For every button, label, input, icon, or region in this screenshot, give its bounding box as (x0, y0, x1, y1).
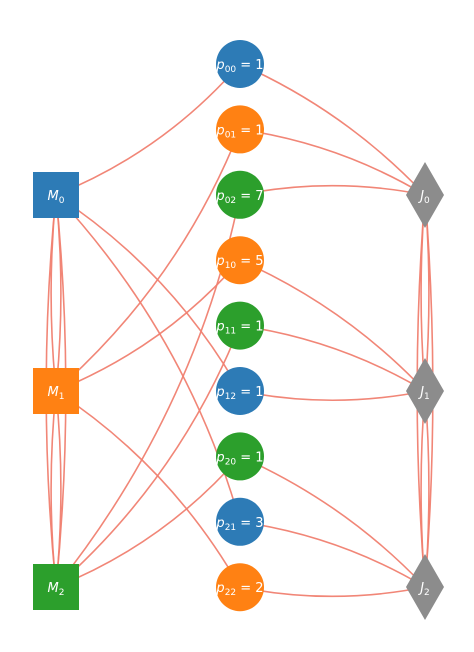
operation-label: p00 = 1 (215, 58, 263, 75)
operation-label: p11 = 1 (215, 320, 263, 337)
operation-node-p20: p20 = 1 (215, 432, 264, 481)
edge-p02-j0 (239, 184, 426, 196)
job-node-j2: J2 (406, 554, 444, 620)
operation-circle (216, 367, 264, 415)
edge-m1-p22 (55, 390, 241, 588)
edge-m2-p02 (55, 194, 241, 588)
job-node-j1: J1 (406, 358, 444, 424)
operation-label: p21 = 3 (215, 516, 263, 533)
operation-circle (216, 301, 264, 350)
operation-node-p11: p11 = 1 (215, 301, 264, 350)
edge-m1-p01 (55, 129, 241, 392)
operation-circle (216, 170, 264, 219)
machine-square (33, 368, 79, 414)
operation-circle (216, 105, 264, 154)
edge-m0-p00 (55, 63, 241, 196)
job-label: J0 (417, 189, 430, 206)
machine-label: M1 (48, 385, 65, 402)
operation-node-p00: p00 = 1 (215, 40, 264, 88)
edge-p00-j0 (239, 63, 426, 196)
job-diamond (406, 162, 444, 228)
operation-node-p21: p21 = 3 (215, 497, 264, 546)
edge-p21-j2 (239, 521, 426, 588)
edge-m2-p20 (55, 455, 241, 588)
edge-p11-j1 (239, 324, 426, 392)
operation-label: p02 = 7 (215, 189, 263, 206)
machine-square (33, 564, 79, 610)
edge-p20-j2 (239, 455, 426, 588)
job-label: J2 (417, 581, 430, 598)
machine-node-m0: M0 (33, 172, 79, 218)
job-diamond (406, 554, 444, 620)
edge-p01-j0 (239, 128, 426, 196)
edge-p10-j1 (239, 259, 426, 392)
operation-node-p02: p02 = 7 (215, 170, 264, 219)
job-diamond (406, 358, 444, 424)
machine-label: M0 (48, 189, 65, 206)
operation-label: p20 = 1 (215, 450, 263, 467)
operation-circle (216, 497, 264, 546)
operation-label: p22 = 2 (215, 581, 263, 598)
operation-node-p12: p12 = 1 (215, 367, 264, 415)
operation-node-p01: p01 = 1 (215, 105, 264, 154)
operation-node-p10: p10 = 5 (215, 236, 264, 285)
operation-label: p10 = 5 (215, 254, 263, 271)
operation-label: p01 = 1 (215, 123, 263, 140)
machine-node-m1: M1 (33, 368, 79, 414)
operation-label: p12 = 1 (215, 385, 263, 402)
machine-label: M2 (48, 581, 65, 598)
machine-node-m2: M2 (33, 564, 79, 610)
operation-circle (216, 236, 264, 285)
operation-circle (216, 432, 264, 481)
operation-circle (216, 40, 264, 88)
edge-m0-p21 (55, 194, 241, 523)
machine-square (33, 172, 79, 218)
operation-node-p22: p22 = 2 (215, 563, 264, 612)
edge-p12-j1 (239, 390, 426, 402)
job-node-j0: J0 (406, 162, 444, 228)
operation-circle (216, 563, 264, 612)
edge-m1-p10 (55, 259, 241, 392)
edge-p22-j2 (239, 586, 426, 598)
edge-m2-p11 (55, 325, 241, 588)
edge-m0-p12 (55, 194, 241, 392)
job-label: J1 (417, 385, 430, 402)
